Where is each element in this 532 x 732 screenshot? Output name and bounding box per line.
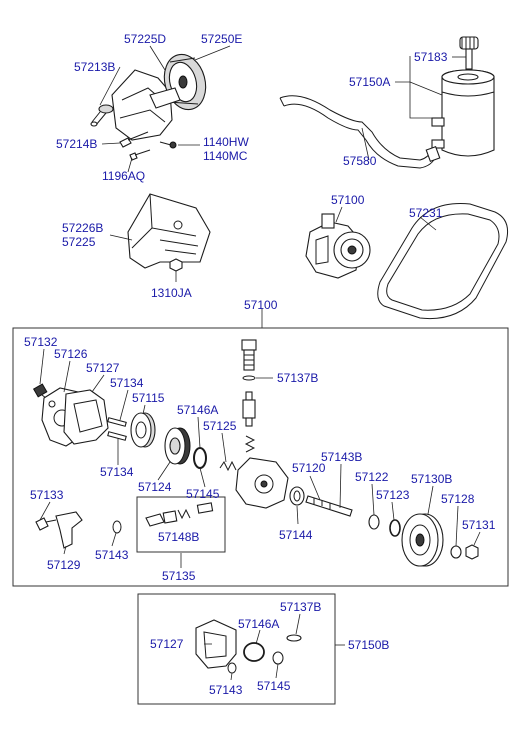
part-label[interactable]: 57146A [238,617,279,631]
label-leaders-kit [204,613,345,681]
part-label[interactable]: 57225D [124,32,166,46]
part-label[interactable]: 57122 [355,470,389,484]
mount-bracket-drawing [127,193,211,272]
part-label[interactable]: 57127 [86,361,120,375]
part-label[interactable]: 1310JA [151,286,192,300]
part-label[interactable]: 57214B [56,137,97,151]
seal-kit-drawing [195,619,302,674]
part-label[interactable]: 57100 [331,193,365,207]
part-label[interactable]: 57123 [376,488,410,502]
part-label[interactable]: 57126 [54,347,88,361]
part-label[interactable]: 57148B [158,530,199,544]
part-label[interactable]: 1140HW [203,135,249,149]
label-leaders-top-left [99,45,231,173]
label-leaders-exploded [39,348,481,568]
part-label[interactable]: 57134 [100,465,134,479]
part-label[interactable]: 57143B [321,450,362,464]
part-label[interactable]: 57135 [162,569,196,583]
part-label[interactable]: 57132 [24,335,58,349]
pump-assembly-drawing [305,213,371,279]
reservoir-drawing [431,36,495,157]
part-label[interactable]: 57128 [441,492,475,506]
drive-belt-drawing [377,203,509,320]
part-label[interactable]: 57131 [462,518,496,532]
seal-kit-frame [137,593,336,705]
part-label[interactable]: 57137B [277,371,318,385]
part-label[interactable]: 57231 [409,206,443,220]
part-label[interactable]: 57120 [292,461,326,475]
part-label[interactable]: 57150B [348,638,389,652]
part-label[interactable]: 57133 [30,488,64,502]
part-label[interactable]: 57130B [411,472,452,486]
part-label[interactable]: 57143 [95,548,129,562]
exploded-view-frame [12,327,509,587]
part-label[interactable]: 57143 [209,683,243,697]
part-label[interactable]: 57125 [203,419,237,433]
part-label[interactable]: 57115 [132,391,165,405]
part-labels: 57225D 57250E 57213B 57214B 1140HW 1140M… [24,32,496,697]
part-label[interactable]: 57146A [177,403,218,417]
label-leaders-mid-left [109,234,177,282]
part-label[interactable]: 57183 [414,50,448,64]
tensioner-assembly-drawing [90,53,207,161]
return-hose-drawing [279,95,441,169]
part-label[interactable]: 57100 [244,298,278,312]
part-label[interactable]: 57144 [279,528,313,542]
part-label[interactable]: 1196AQ [102,169,145,183]
part-label[interactable]: 57134 [110,376,144,390]
part-label[interactable]: 1140MC [203,149,248,163]
part-label[interactable]: 57213B [74,60,115,74]
part-label[interactable]: 57145 [257,679,291,693]
part-label[interactable]: 57580 [343,154,377,168]
part-label[interactable]: 57129 [47,558,81,572]
part-label[interactable]: 57124 [138,480,172,494]
part-label[interactable]: 57127 [150,637,184,651]
part-label[interactable]: 57150A [349,75,390,89]
label-leaders-mid-right [261,206,437,328]
label-leaders-top-right [361,56,466,161]
part-label[interactable]: 57250E [201,32,242,46]
exploded-parts-drawing [32,339,479,567]
part-label[interactable]: 57137B [280,600,321,614]
part-label[interactable]: 57226B [62,221,103,235]
part-label[interactable]: 57145 [186,487,220,501]
part-label[interactable]: 57225 [62,235,96,249]
